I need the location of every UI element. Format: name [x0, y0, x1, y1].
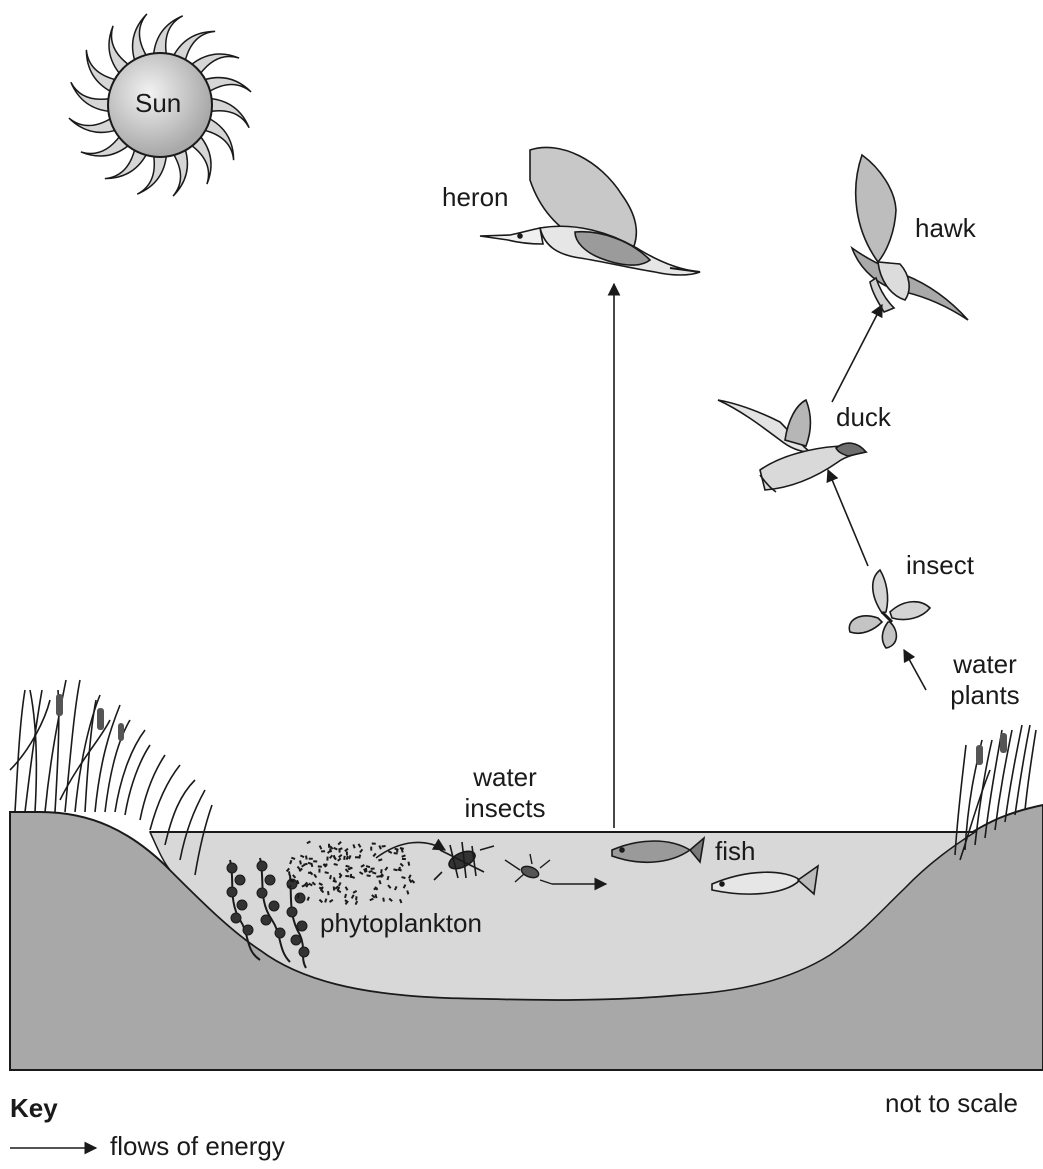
- phytoplankton-speck: [402, 858, 406, 860]
- phytoplankton-speck: [313, 860, 317, 862]
- phytoplankton-speck: [370, 847, 372, 851]
- phytoplankton-speck: [321, 850, 325, 852]
- left-cattails: [56, 694, 124, 741]
- phytoplankton-speck: [345, 875, 349, 877]
- arrow-duck-to-hawk: [832, 305, 882, 402]
- insect-butterfly-icon: [849, 570, 930, 648]
- phytoplankton-speck: [318, 869, 320, 873]
- water-insects-label-line1: water: [440, 762, 570, 793]
- phytoplankton-speck: [328, 844, 330, 848]
- phytoplankton-speck: [326, 856, 328, 860]
- phytoplankton-label: phytoplankton: [320, 908, 482, 939]
- water-plants-label-line1: water: [930, 649, 1040, 680]
- phytoplankton-speck: [346, 851, 348, 855]
- insect-label: insect: [906, 550, 974, 581]
- heron-label: heron: [442, 182, 509, 213]
- right-cattails: [976, 733, 1007, 765]
- water-plants-label-line2: plants: [930, 680, 1040, 711]
- heron-icon: [480, 147, 700, 275]
- sun-label: Sun: [135, 88, 181, 119]
- phytoplankton-speck: [394, 852, 398, 854]
- water-plants-label: water plants: [930, 649, 1040, 711]
- phytoplankton-speck: [355, 896, 357, 900]
- water-insects-label-line2: insects: [440, 793, 570, 824]
- phytoplankton-speck: [350, 874, 352, 878]
- phytoplankton-speck: [318, 865, 322, 867]
- phytoplankton-speck: [371, 868, 375, 870]
- arrow-insect-to-duck: [828, 470, 868, 566]
- phytoplankton-speck: [309, 858, 313, 860]
- water-insects-label: water insects: [440, 762, 570, 824]
- hawk-label: hawk: [915, 213, 976, 244]
- not-to-scale-note: not to scale: [885, 1088, 1018, 1119]
- key-arrow-label: flows of energy: [110, 1131, 285, 1162]
- fish-label: fish: [715, 836, 755, 867]
- duck-label: duck: [836, 402, 891, 433]
- phytoplankton-speck: [372, 843, 376, 845]
- phytoplankton-speck: [355, 856, 359, 858]
- arrow-water-plants-to-insect: [904, 650, 926, 690]
- key-title: Key: [10, 1093, 58, 1124]
